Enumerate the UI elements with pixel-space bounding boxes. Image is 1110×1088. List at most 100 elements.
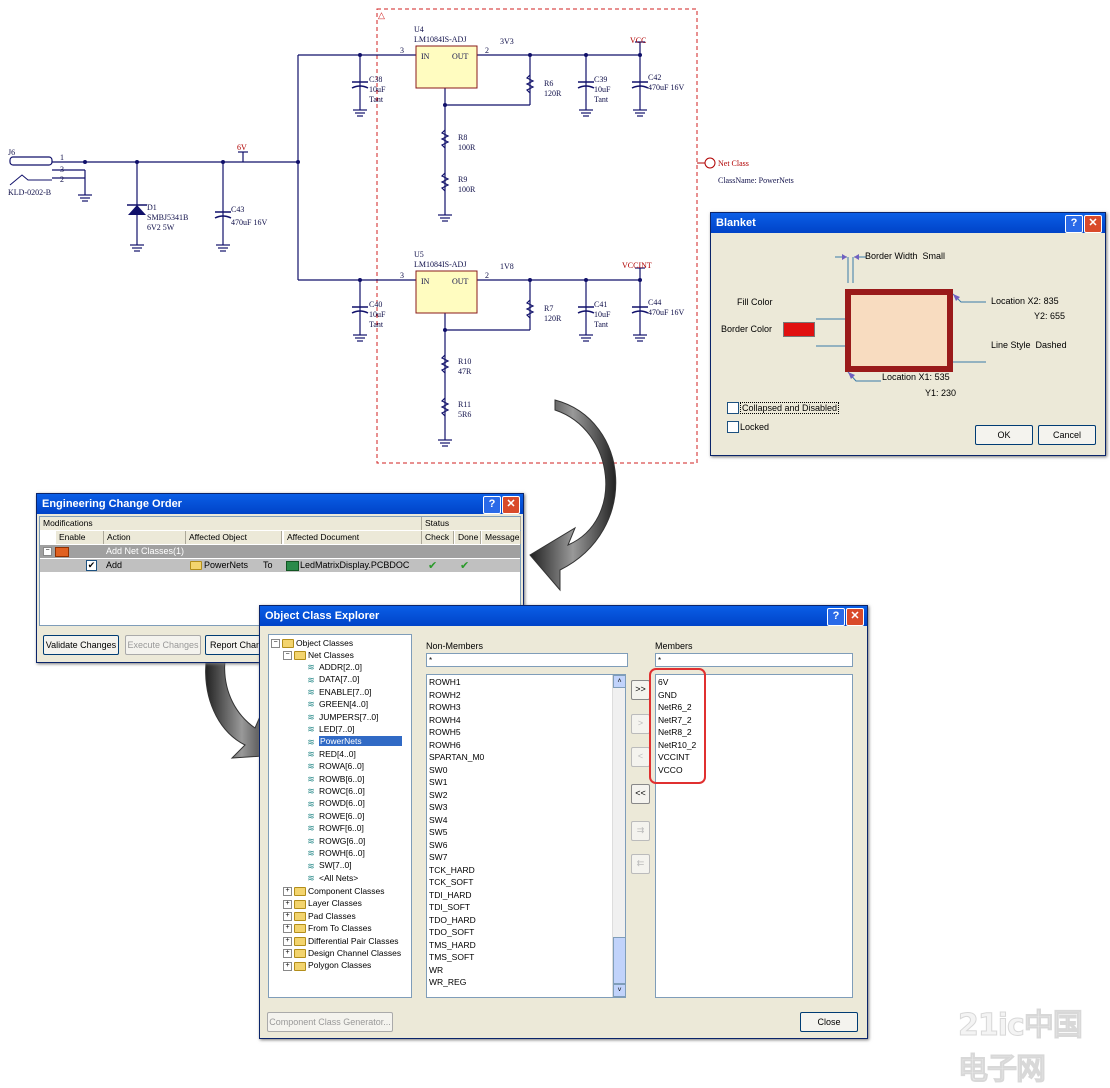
non-member-item[interactable]: SW3 <box>429 802 448 812</box>
non-member-item[interactable]: TCK_SOFT <box>429 877 474 887</box>
scroll-up-icon[interactable]: ˄ <box>613 675 625 688</box>
tree-root[interactable]: −Object Classes <box>271 637 353 649</box>
member-item[interactable]: NetR10_2 <box>658 739 697 750</box>
tree-class-group[interactable]: +Component Classes <box>283 885 385 897</box>
non-member-item[interactable]: TMS_SOFT <box>429 952 475 962</box>
non-members-scrollbar[interactable]: ˄ ˅ <box>612 675 625 997</box>
help-icon[interactable]: ? <box>1065 215 1083 233</box>
tree-net-classes[interactable]: −Net Classes <box>283 649 354 661</box>
add-button[interactable]: > <box>631 714 650 734</box>
add-class-icon[interactable]: ⇉ <box>631 821 650 841</box>
members-filter[interactable] <box>655 653 853 667</box>
col-affected-document[interactable]: Affected Document <box>284 531 422 544</box>
non-member-item[interactable]: TDI_HARD <box>429 889 472 900</box>
non-member-item[interactable]: TDO_HARD <box>429 914 476 925</box>
u4-regulator[interactable] <box>415 45 478 89</box>
member-item[interactable]: NetR8_2 <box>658 727 692 737</box>
x1-value[interactable]: 535 <box>934 372 950 382</box>
close-icon[interactable]: ✕ <box>502 496 520 514</box>
non-member-item[interactable]: WR_REG <box>429 977 467 987</box>
non-member-item[interactable]: TDI_SOFT <box>429 902 471 912</box>
tree-net-class-item[interactable]: ≋LED[7..0] <box>305 723 354 735</box>
locked-checkbox[interactable] <box>727 421 739 433</box>
eco-group-row[interactable]: − Add Net Classes(1) <box>40 545 520 558</box>
collapse-icon[interactable]: − <box>43 547 52 556</box>
tree-net-class-item[interactable]: ≋ROWB[6..0] <box>305 773 364 785</box>
non-member-item[interactable]: SPARTAN_M0 <box>429 752 485 762</box>
non-member-item[interactable]: ROWH1 <box>429 677 461 687</box>
tree-class-group[interactable]: +Design Channel Classes <box>283 947 401 959</box>
y2-value[interactable]: 655 <box>1050 311 1066 321</box>
col-check[interactable]: Check <box>422 531 454 544</box>
non-member-item[interactable]: WR <box>429 964 444 975</box>
tree-class-group[interactable]: +Differential Pair Classes <box>283 935 399 947</box>
remove-button[interactable]: < <box>631 747 650 767</box>
cancel-button[interactable]: Cancel <box>1038 425 1096 445</box>
tree-net-class-item[interactable]: ≋ROWF[6..0] <box>305 822 364 834</box>
line-style-value[interactable]: Dashed <box>1035 340 1067 350</box>
help-icon[interactable]: ? <box>827 608 845 626</box>
net-class-directive-icon[interactable] <box>704 157 716 169</box>
border-color-swatch[interactable] <box>783 322 815 337</box>
blanket-titlebar[interactable]: Blanket ? ✕ <box>711 213 1105 233</box>
non-member-item[interactable]: SW7 <box>429 852 448 862</box>
remove-all-button[interactable]: << <box>631 784 650 804</box>
close-icon[interactable]: ✕ <box>846 608 864 626</box>
border-width-value[interactable]: Small <box>922 251 946 261</box>
y1-value[interactable]: 230 <box>941 388 957 398</box>
enable-checkbox[interactable]: ✔ <box>86 560 97 571</box>
tree-net-class-item[interactable]: ≋RED[4..0] <box>305 748 356 760</box>
ok-button[interactable]: OK <box>975 425 1033 445</box>
remove-class-icon[interactable]: ⇇ <box>631 854 650 874</box>
scroll-down-icon[interactable]: ˅ <box>613 984 625 997</box>
col-message[interactable]: Message <box>482 531 521 544</box>
expand-icon[interactable]: + <box>283 924 292 934</box>
tree-class-group[interactable]: +Layer Classes <box>283 897 362 909</box>
expand-icon[interactable]: + <box>283 887 292 897</box>
tree-net-class-item[interactable]: ≋PowerNets <box>305 735 402 747</box>
scroll-thumb[interactable] <box>613 937 625 984</box>
validate-changes-button[interactable]: Validate Changes <box>43 635 119 655</box>
non-member-item[interactable]: SW4 <box>429 814 448 825</box>
u5-regulator[interactable] <box>415 270 478 314</box>
expand-icon[interactable]: + <box>283 899 292 909</box>
non-member-item[interactable]: ROWH6 <box>429 739 461 750</box>
member-item[interactable]: 6V <box>658 677 669 687</box>
component-class-generator-button[interactable]: Component Class Generator... <box>267 1012 393 1032</box>
tree-net-class-item[interactable]: ≋GREEN[4..0] <box>305 698 368 710</box>
tree-net-class-item[interactable]: ≋JUMPERS[7..0] <box>305 711 378 723</box>
member-item[interactable]: NetR6_2 <box>658 702 692 712</box>
member-item[interactable]: NetR7_2 <box>658 714 692 725</box>
tree-net-class-item[interactable]: ≋ROWG[6..0] <box>305 835 365 847</box>
non-member-item[interactable]: TMS_HARD <box>429 939 476 950</box>
tree-net-class-item[interactable]: ≋ADDR[2..0] <box>305 661 362 673</box>
execute-changes-button[interactable]: Execute Changes <box>125 635 201 655</box>
non-member-item[interactable]: SW5 <box>429 827 448 837</box>
tree-net-class-item[interactable]: ≋ROWA[6..0] <box>305 760 364 772</box>
tree-net-class-item[interactable]: ≋ENABLE[7..0] <box>305 686 371 698</box>
non-member-item[interactable]: SW6 <box>429 839 448 850</box>
non-member-item[interactable]: SW0 <box>429 764 448 775</box>
non-member-item[interactable]: ROWH2 <box>429 689 461 700</box>
collapsed-checkbox[interactable] <box>727 402 739 414</box>
non-member-item[interactable]: TDO_SOFT <box>429 927 475 937</box>
close-icon[interactable]: ✕ <box>1084 215 1102 233</box>
non-members-filter[interactable] <box>426 653 628 667</box>
tree-net-class-item[interactable]: ≋ROWC[6..0] <box>305 785 365 797</box>
expand-icon[interactable]: + <box>283 936 292 946</box>
tree-net-class-item[interactable]: ≋SW[7..0] <box>305 859 351 871</box>
expand-icon[interactable]: + <box>283 961 292 971</box>
oce-titlebar[interactable]: Object Class Explorer ? ✕ <box>260 606 867 626</box>
tree-net-class-item[interactable]: ≋ROWD[6..0] <box>305 797 365 809</box>
eco-titlebar[interactable]: Engineering Change Order ? ✕ <box>37 494 523 514</box>
help-icon[interactable]: ? <box>483 496 501 514</box>
tree-class-group[interactable]: +Polygon Classes <box>283 959 371 971</box>
non-member-item[interactable]: ROWH3 <box>429 702 461 712</box>
col-action[interactable]: Action <box>104 531 186 544</box>
tree-class-group[interactable]: +Pad Classes <box>283 910 356 922</box>
member-item[interactable]: VCCO <box>658 764 683 775</box>
add-all-button[interactable]: >> <box>631 680 650 700</box>
blanket-region[interactable] <box>376 8 698 464</box>
